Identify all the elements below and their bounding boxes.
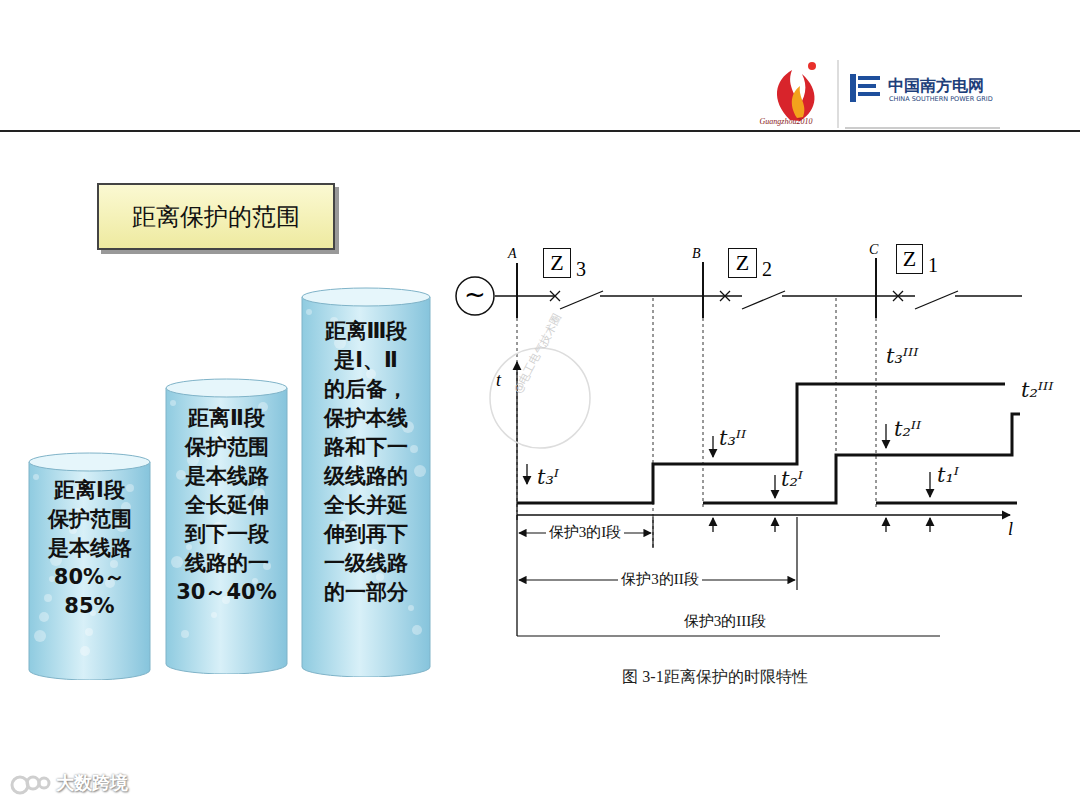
games-logo xyxy=(777,62,816,121)
cylinder-text: 距离Ⅰ段 保护范围 是本线路 80%～ 85% xyxy=(36,476,143,621)
time-label: t₂ᴵᴵ xyxy=(894,418,921,441)
footer-logo xyxy=(12,777,49,793)
gen-node: ~ xyxy=(455,276,495,316)
bus-label: A xyxy=(508,246,517,261)
range-label: 保护3的III段 xyxy=(681,613,770,630)
company-name: 中国南方电网 xyxy=(888,77,984,95)
z-node: Z3 xyxy=(543,248,571,278)
relay-symbol: Z xyxy=(736,252,749,274)
company-name-en: CHINA SOUTHERN POWER GRID xyxy=(889,96,993,103)
range-label: 保护3的I段 xyxy=(546,524,625,541)
bus-label: B xyxy=(692,246,701,261)
z-node: Z1 xyxy=(896,244,923,274)
time-steps xyxy=(517,384,1020,503)
dashed-guides xyxy=(517,298,876,548)
time-label: t₃ᴵᴵᴵ xyxy=(886,345,919,368)
time-markers xyxy=(527,424,930,532)
reach-ranges xyxy=(517,517,940,636)
title-node: 距离保护的范围 xyxy=(97,183,335,250)
cyl-node: 距离Ⅰ段 保护范围 是本线路 80%～ 85% xyxy=(28,452,151,680)
cyl-node: 距离Ⅲ段 是Ⅰ、Ⅱ 的后备， 保护本线 路和下一 级线路的 全长并延 伸到再下 … xyxy=(301,287,431,677)
generator-symbol: ~ xyxy=(464,281,486,307)
cyl-node: 距离Ⅱ段 保护范围 是本线路 全长延伸 到下一段 线路的一 30～40% xyxy=(165,378,288,674)
cylinder-text: 距离Ⅲ段 是Ⅰ、Ⅱ 的后备， 保护本线 路和下一 级线路的 全长并延 伸到再下 … xyxy=(309,317,423,607)
logo-divider xyxy=(838,60,839,128)
time-label: t₃ᴵᴵ xyxy=(719,427,746,450)
relay-number: 3 xyxy=(576,258,586,281)
axis-label: t xyxy=(496,371,501,391)
title-text: 距离保护的范围 xyxy=(132,201,300,233)
range-label: 保护3的II段 xyxy=(618,571,702,588)
l-axis xyxy=(517,514,1010,515)
relay-symbol: Z xyxy=(550,252,563,274)
axis-label: l xyxy=(1008,520,1013,540)
figure-caption: 图 3-1距离保护的时限特性 xyxy=(622,668,807,686)
grid-logo xyxy=(850,74,880,102)
z-node: Z2 xyxy=(728,248,757,278)
time-label: t₁ᴵ xyxy=(937,464,959,487)
cylinder-text: 距离Ⅱ段 保护范围 是本线路 全长延伸 到下一段 线路的一 30～40% xyxy=(173,404,280,607)
time-label: t₂ᴵ xyxy=(781,468,803,491)
logo-caption: Guangzhou2010 xyxy=(760,118,813,127)
relay-number: 2 xyxy=(762,258,772,281)
origin-line xyxy=(516,515,517,636)
watermark: @电工电气技术圈 xyxy=(512,312,564,395)
circuit-lines xyxy=(495,258,1022,318)
relay-symbol: Z xyxy=(903,248,916,270)
bus-label: C xyxy=(869,242,878,257)
relay-number: 1 xyxy=(928,254,938,277)
time-label: t₂ᴵᴵᴵ xyxy=(1021,379,1054,402)
header-rule xyxy=(0,130,1080,132)
footer-watermark: 大数跨境 xyxy=(56,773,128,793)
time-label: t₃ᴵ xyxy=(537,466,559,489)
header-subrule xyxy=(845,128,1000,129)
